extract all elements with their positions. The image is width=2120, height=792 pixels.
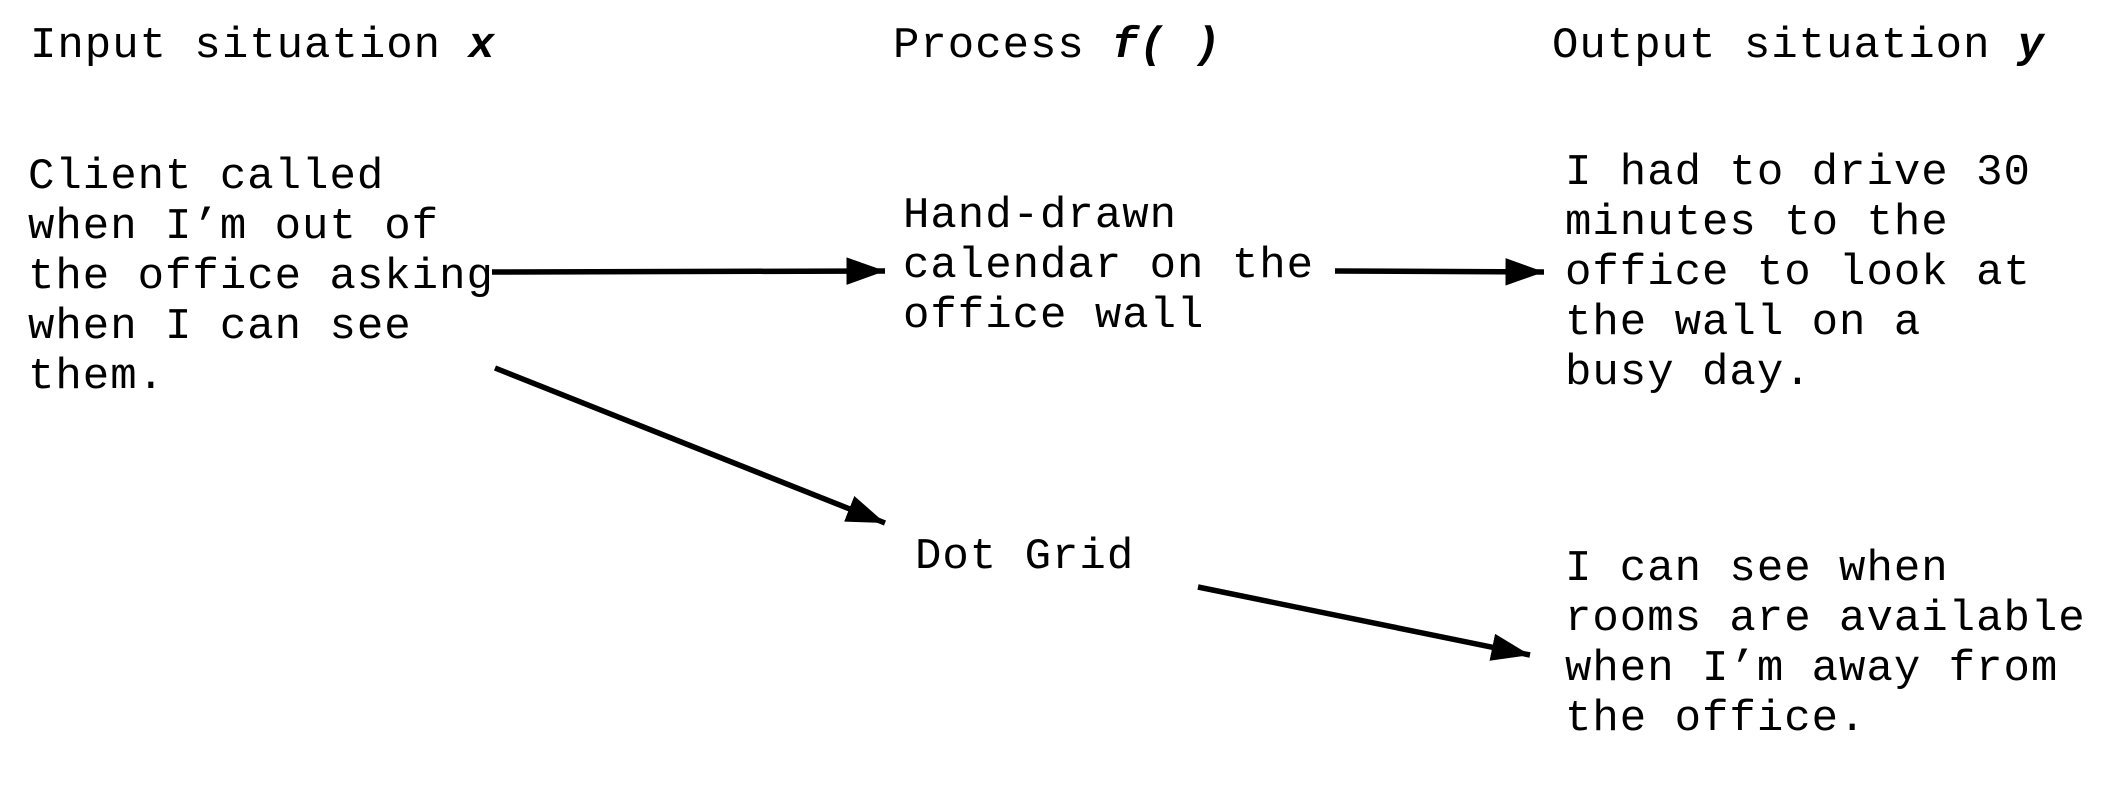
output-dot-grid-text: I can see when rooms are available when … [1565, 544, 2086, 744]
output-calendar-text: I had to drive 30 minutes to the office … [1565, 148, 2031, 398]
arrow-input-to-dot-grid [493, 365, 887, 526]
output-header-label: Output situation [1552, 21, 1991, 71]
output-variable-y: y [2017, 21, 2045, 71]
process-function-symbol: f( ) [1111, 21, 1222, 71]
arrow-input-to-calendar [491, 257, 886, 285]
column-header-input: Input situation x [30, 21, 495, 71]
input-header-label: Input situation [30, 21, 442, 71]
arrow-dot-grid-to-output [1197, 584, 1531, 661]
process-dot-grid-text: Dot Grid [915, 532, 1135, 582]
input-variable-x: x [468, 21, 496, 71]
column-header-process: Process f( ) [893, 21, 1221, 71]
input-situation-text: Client called when I’m out of the office… [28, 152, 494, 402]
process-header-label: Process [893, 21, 1085, 71]
arrow-calendar-to-output [1334, 258, 1545, 286]
process-calendar-text: Hand-drawn calendar on the office wall [903, 191, 1315, 341]
column-header-output: Output situation y [1552, 21, 2045, 71]
